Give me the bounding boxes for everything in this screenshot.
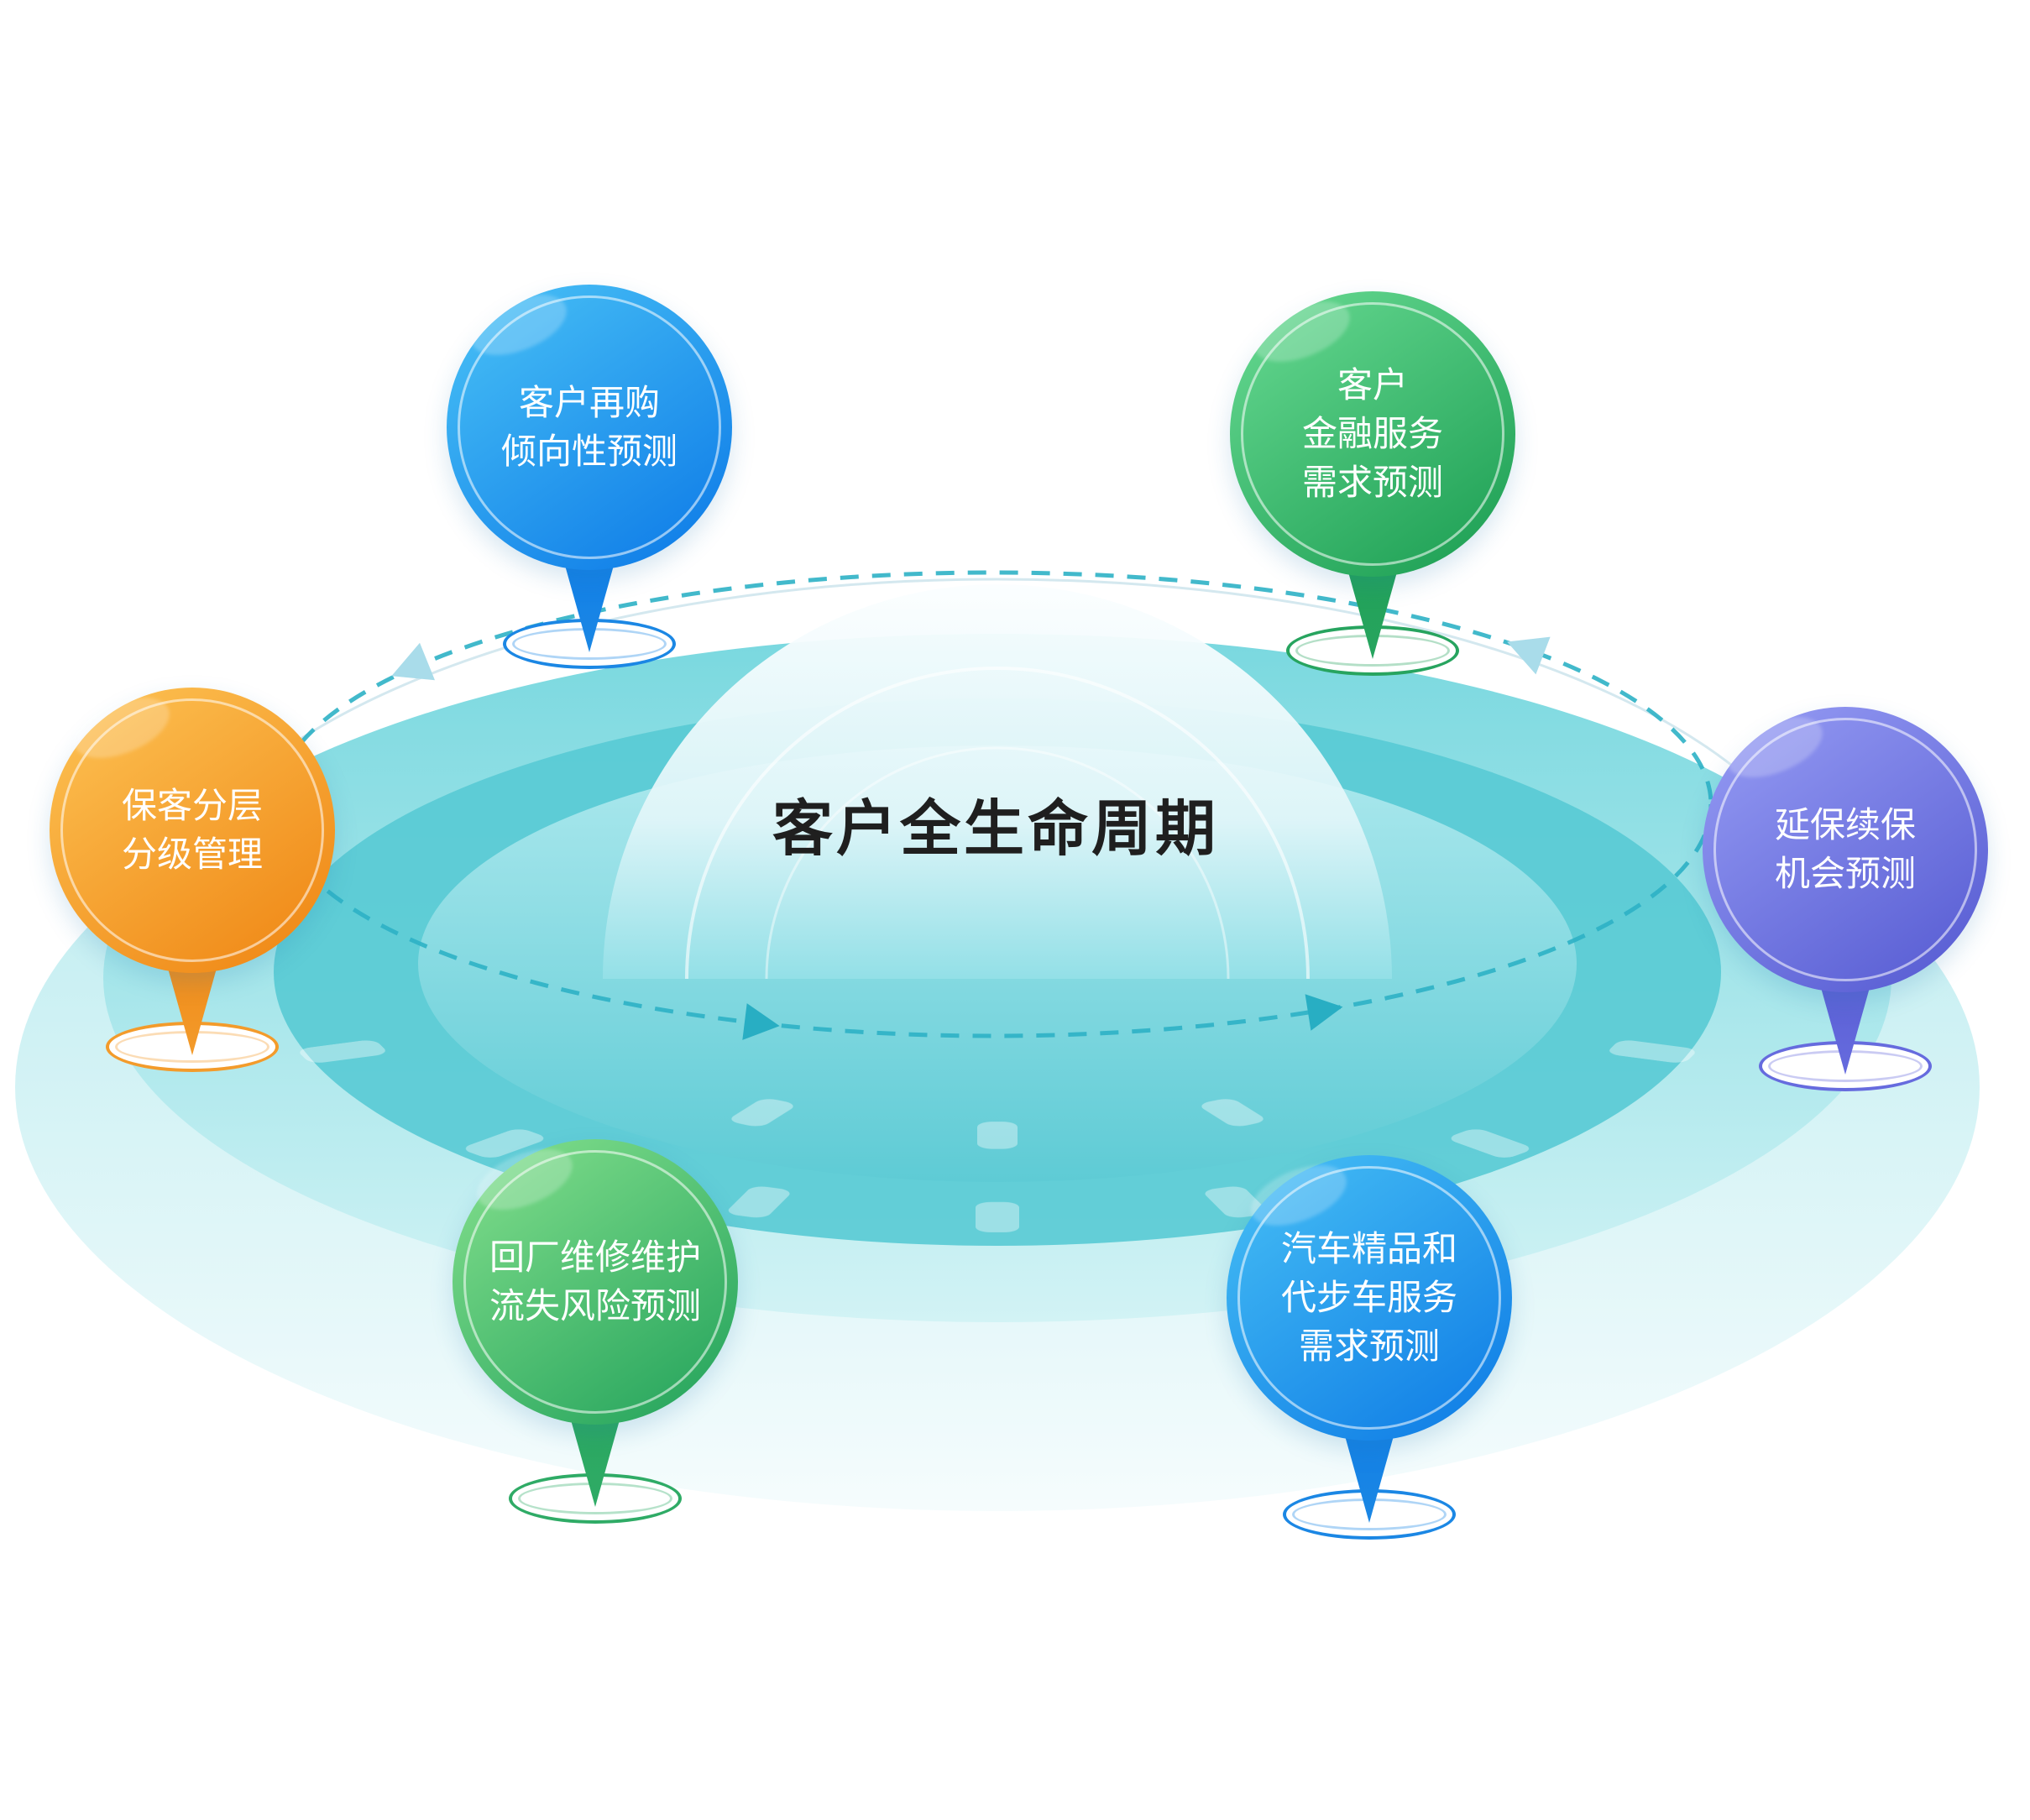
node-repurchase: 客户再购 倾向性预测 bbox=[447, 285, 732, 688]
node-label: 延保续保 机会预测 bbox=[1774, 805, 1916, 893]
node-bubble: 回厂维修维护 流失风险预测 bbox=[453, 1139, 738, 1425]
node-label: 保客分层 分级管理 bbox=[121, 786, 263, 874]
orbit-arrow-bottom-right-icon bbox=[1305, 994, 1343, 1031]
node-retention: 保客分层 分级管理 bbox=[50, 688, 335, 1090]
node-bubble: 保客分层 分级管理 bbox=[50, 688, 335, 973]
node-boutique: 汽车精品和 代步车服务 需求预测 bbox=[1227, 1155, 1512, 1558]
node-bubble: 延保续保 机会预测 bbox=[1703, 707, 1988, 992]
node-repair: 回厂维修维护 流失风险预测 bbox=[453, 1139, 738, 1542]
dome bbox=[603, 584, 1392, 979]
node-bubble: 汽车精品和 代步车服务 需求预测 bbox=[1227, 1155, 1512, 1441]
dome-arc-inner bbox=[765, 746, 1230, 980]
node-label: 汽车精品和 代步车服务 需求预测 bbox=[1280, 1229, 1457, 1366]
disc-tick-marks bbox=[300, 1040, 1695, 1233]
node-label: 客户再购 倾向性预测 bbox=[500, 383, 678, 471]
node-bubble: 客户 金融服务 需求预测 bbox=[1230, 291, 1515, 577]
node-label: 回厂维修维护 流失风险预测 bbox=[489, 1237, 701, 1326]
diagram-title: 客户全生命周期 bbox=[772, 796, 1219, 863]
node-finance: 客户 金融服务 需求预测 bbox=[1230, 291, 1515, 694]
orbit-arrow-top-right-icon bbox=[1507, 636, 1551, 675]
orbit-arrow-bottom-left-icon bbox=[742, 1003, 780, 1040]
orbit-arrow-top-left-icon bbox=[391, 642, 435, 681]
node-label: 客户 金融服务 需求预测 bbox=[1301, 365, 1443, 502]
node-warranty: 延保续保 机会预测 bbox=[1703, 707, 1988, 1110]
node-bubble: 客户再购 倾向性预测 bbox=[447, 285, 732, 570]
dome-arc-outer bbox=[685, 667, 1310, 980]
